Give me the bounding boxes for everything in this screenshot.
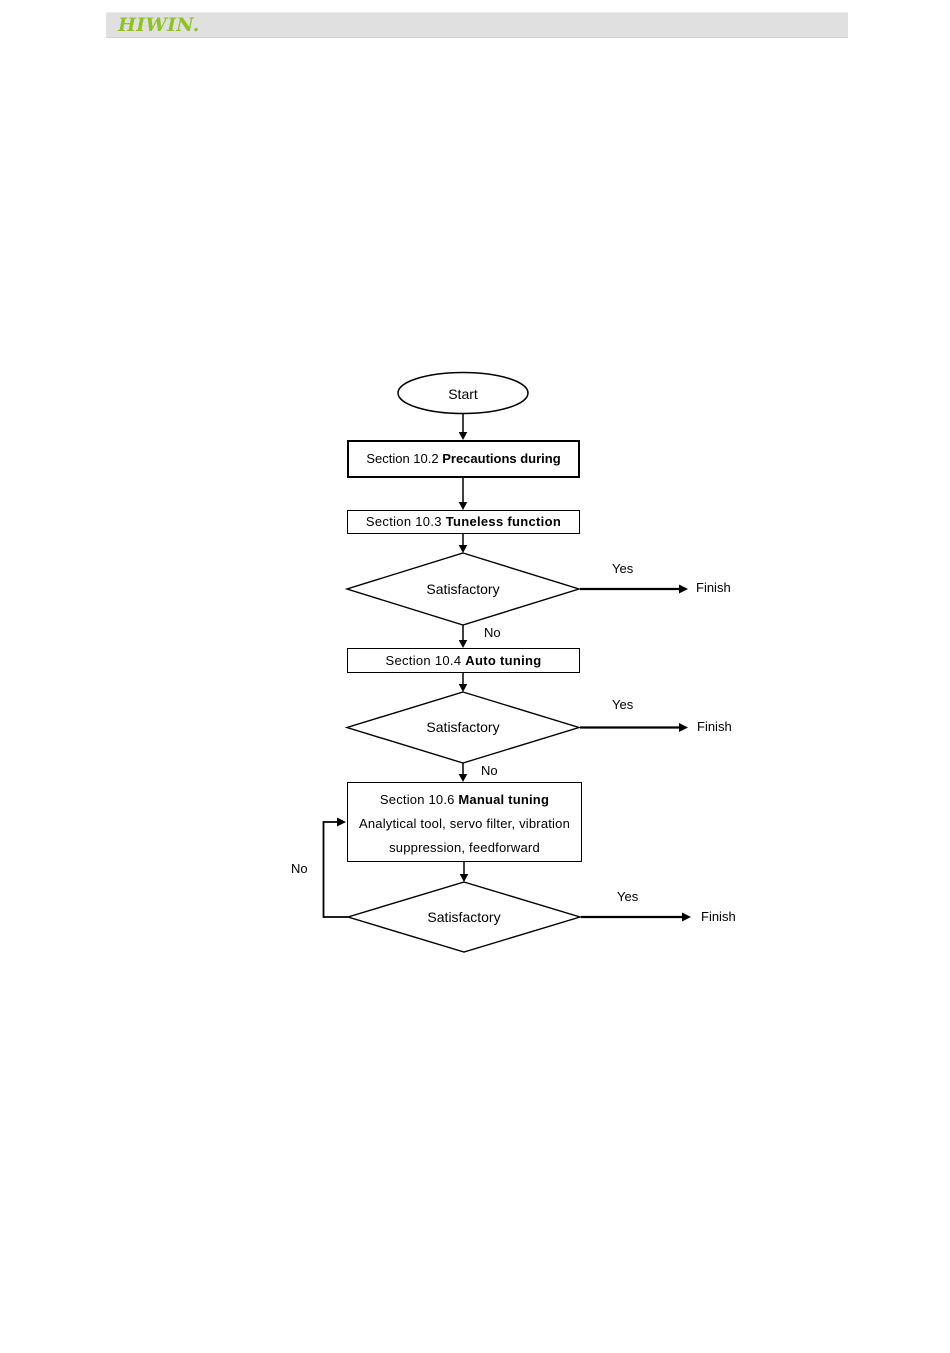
decision-1-yes-label: Yes — [612, 561, 634, 576]
decision-diamond-3 — [345, 881, 583, 953]
flow-box-tuneless: Section 10.3 Tuneless function — [347, 510, 580, 534]
flow-box-auto-tuning: Section 10.4 Auto tuning — [347, 648, 580, 673]
decision-2-no-label: No — [481, 763, 498, 778]
decision-2-label: Satisfactory — [426, 719, 500, 735]
flow-box-manual-tuning-line2: Analytical tool, servo filter, vibration — [358, 816, 571, 831]
decision-3-no-label: No — [291, 861, 308, 876]
flow-box-precautions-title: Precautions during — [442, 451, 561, 466]
decision-3-label: Satisfactory — [427, 909, 501, 925]
decision-2-finish-label: Finish — [697, 719, 732, 734]
flow-box-manual-tuning: Section 10.6 Manual tuning Analytical to… — [347, 782, 582, 862]
decision-diamond-2 — [344, 691, 582, 764]
start-label: Start — [448, 386, 478, 402]
decision-1-label: Satisfactory — [426, 581, 500, 597]
hiwin-logo: HIWIN. — [118, 14, 200, 36]
flow-box-tuneless-title: Tuneless function — [445, 514, 562, 529]
flow-box-auto-tuning-title: Auto tuning — [465, 653, 542, 668]
decision-1-finish-label: Finish — [696, 580, 731, 595]
flow-box-manual-tuning-line3: suppression, feedforward — [389, 840, 540, 855]
flow-box-manual-tuning-line1: Section 10.6 Manual tuning — [348, 788, 581, 812]
decision-1-no-label: No — [484, 625, 501, 640]
flow-box-manual-tuning-title: Manual tuning — [458, 792, 550, 807]
page-header-bar: HIWIN. — [106, 12, 848, 38]
flow-box-precautions-prefix: Section 10.2 — [366, 451, 439, 466]
decision-3-finish-label: Finish — [701, 909, 736, 924]
flow-box-manual-tuning-prefix: Section 10.6 — [379, 792, 455, 807]
no-loop-connector — [322, 821, 348, 918]
decision-3-yes-label: Yes — [617, 889, 639, 904]
flow-box-precautions: Section 10.2 Precautions during — [347, 440, 580, 478]
decision-2-yes-label: Yes — [612, 697, 634, 712]
decision-diamond-1 — [344, 552, 582, 626]
flow-box-tuneless-prefix: Section 10.3 — [365, 514, 442, 529]
flow-box-auto-tuning-prefix: Section 10.4 — [385, 653, 462, 668]
